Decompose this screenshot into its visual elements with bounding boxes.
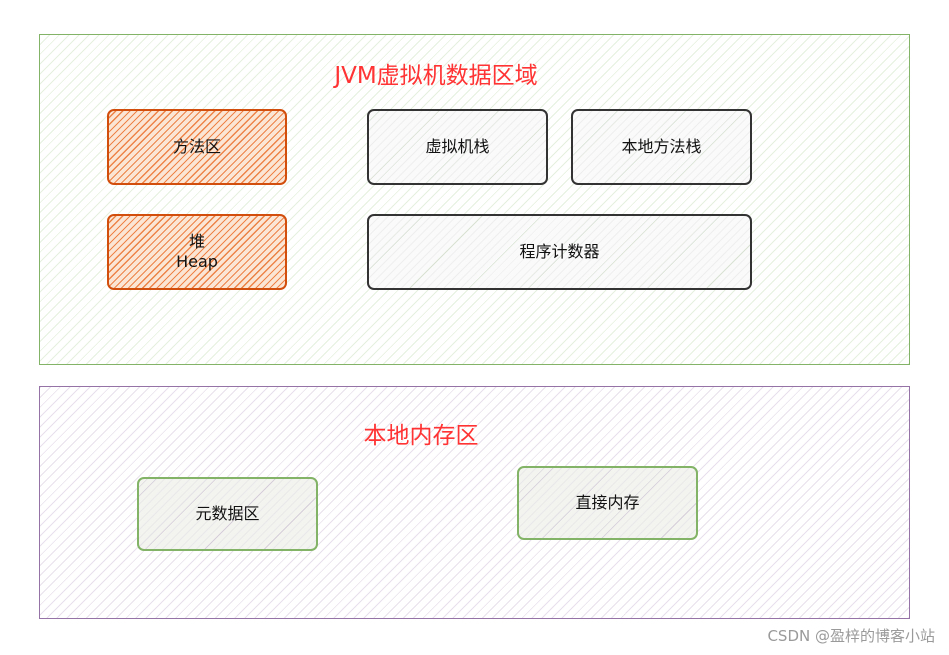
program-counter-box: 程序计数器 xyxy=(367,214,752,290)
method-area-label: 方法区 xyxy=(172,137,221,156)
direct-memory-box: 直接内存 xyxy=(517,466,698,540)
metaspace-label: 元数据区 xyxy=(195,504,260,523)
vm-stack-box: 虚拟机栈 xyxy=(367,109,548,185)
jvm-data-region xyxy=(39,34,910,365)
heap-label-cn: 堆 xyxy=(188,232,205,251)
native-method-stack-box: 本地方法栈 xyxy=(571,109,752,185)
native-region-title: 本地内存区 xyxy=(363,423,479,449)
program-counter-label: 程序计数器 xyxy=(519,242,600,261)
method-area-box: 方法区 xyxy=(107,109,287,185)
native-method-stack-label: 本地方法栈 xyxy=(621,137,702,156)
metaspace-box: 元数据区 xyxy=(137,477,318,551)
direct-memory-label: 直接内存 xyxy=(575,493,640,512)
heap-label-en: Heap xyxy=(176,252,218,271)
jvm-region-title: JVM虚拟机数据区域 xyxy=(334,63,538,89)
vm-stack-label: 虚拟机栈 xyxy=(425,137,490,156)
watermark: CSDN @盈梓的博客小站 xyxy=(767,627,935,645)
heap-box: 堆 Heap xyxy=(107,214,287,290)
